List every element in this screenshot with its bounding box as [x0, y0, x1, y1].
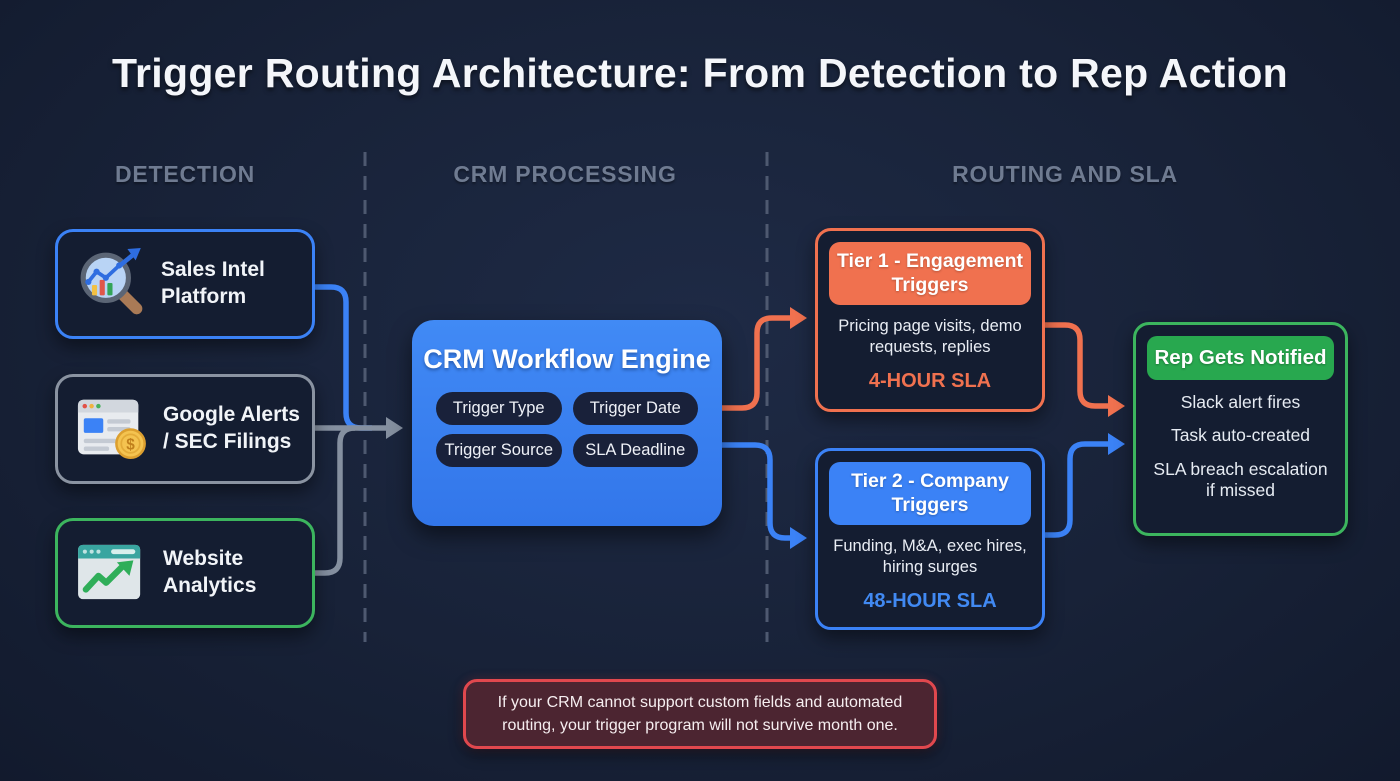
crm-field-sla-deadline: SLA Deadline [572, 434, 698, 468]
rep-notified-box: Rep Gets Notified Slack alert fires Task… [1133, 322, 1348, 536]
tier1-sla-badge: 4-HOUR SLA [868, 369, 992, 392]
crm-title: CRM Workflow Engine [423, 344, 711, 374]
crm-field-list: Trigger Type Trigger Date Trigger Source… [436, 392, 698, 468]
tier2-title: Tier 2 - Company Triggers [829, 462, 1031, 525]
connector-crm-to-tier2 [722, 442, 807, 549]
source-label: Website Analytics [163, 547, 257, 597]
column-header-detection: DETECTION [114, 161, 256, 187]
source-label: Google Alerts / SEC Filings [163, 403, 300, 453]
svg-text:$: $ [126, 436, 135, 453]
crm-warning-note: If your CRM cannot support custom fields… [463, 679, 937, 750]
crm-field-trigger-type: Trigger Type [436, 392, 562, 426]
source-box-google-alerts-sec: $ Google Alerts / SEC Filings [55, 374, 315, 484]
crm-field-trigger-date: Trigger Date [572, 392, 698, 426]
source-box-website-analytics: Website Analytics [55, 518, 315, 628]
tier1-engagement-box: Tier 1 - Engagement Triggers Pricing pag… [815, 228, 1045, 412]
tier1-title: Tier 1 - Engagement Triggers [829, 242, 1031, 305]
tier2-sla-badge: 48-HOUR SLA [863, 589, 997, 612]
crm-workflow-engine-box: CRM Workflow Engine Trigger Type Trigger… [412, 320, 722, 526]
rep-notified-item: Task auto-created [1170, 425, 1311, 446]
page-title: Trigger Routing Architecture: From Detec… [111, 50, 1289, 96]
source-label: Sales Intel Platform [161, 258, 265, 308]
tier2-description: Funding, M&A, exec hires, hiring surges [833, 536, 1027, 577]
rep-notified-item: SLA breach escalation if missed [1153, 458, 1328, 501]
source-box-sales-intel: Sales Intel Platform [55, 229, 315, 339]
connector-tier2-to-rep [1044, 433, 1125, 538]
connector-sales-to-crm [315, 284, 372, 431]
browser-trend-icon [76, 541, 150, 605]
connector-analytics-to-crm [315, 425, 356, 576]
browser-dollar-icon: $ [76, 396, 150, 462]
crm-field-trigger-source: Trigger Source [436, 434, 562, 468]
connector-tier1-to-rep [1044, 322, 1125, 417]
column-header-crm-processing: CRM PROCESSING [453, 161, 677, 187]
tier1-description: Pricing page visits, demo requests, repl… [838, 316, 1022, 357]
magnifier-chart-icon [76, 248, 148, 320]
rep-notified-item: Slack alert fires [1180, 392, 1301, 412]
rep-notified-title: Rep Gets Notified [1147, 336, 1334, 380]
column-header-routing-sla: ROUTING AND SLA [952, 161, 1178, 187]
connector-crm-to-tier1 [722, 307, 807, 411]
tier2-company-box: Tier 2 - Company Triggers Funding, M&A, … [815, 448, 1045, 630]
